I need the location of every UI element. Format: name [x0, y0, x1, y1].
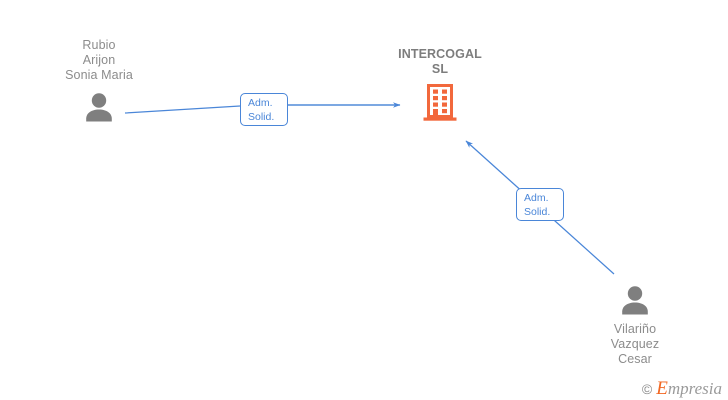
empresia-logo-rest: mpresia [667, 379, 722, 398]
node-label-person-left: Rubio Arijon Sonia Maria [65, 38, 133, 82]
person-icon[interactable] [618, 283, 652, 317]
edge-label-left-line1: Adm. [248, 97, 273, 109]
person-icon[interactable] [82, 90, 116, 124]
edge-label-left[interactable]: Adm. Solid. [240, 93, 288, 126]
edge-label-left-line2: Solid. [248, 111, 275, 123]
empresia-logo-initial: E [656, 378, 668, 399]
watermark: © Empresia [641, 378, 722, 399]
node-label-company: INTERCOGAL SL [398, 47, 482, 76]
node-label-person-right: Vilariño Vazquez Cesar [610, 322, 660, 366]
empresia-logo: Empresia [656, 378, 722, 399]
edge-label-right-line2: Solid. [524, 206, 551, 218]
edge-label-right[interactable]: Adm. Solid. [516, 188, 564, 221]
building-icon[interactable] [422, 84, 458, 122]
copyright-symbol: © [641, 380, 653, 397]
edge-label-right-line1: Adm. [524, 192, 549, 204]
